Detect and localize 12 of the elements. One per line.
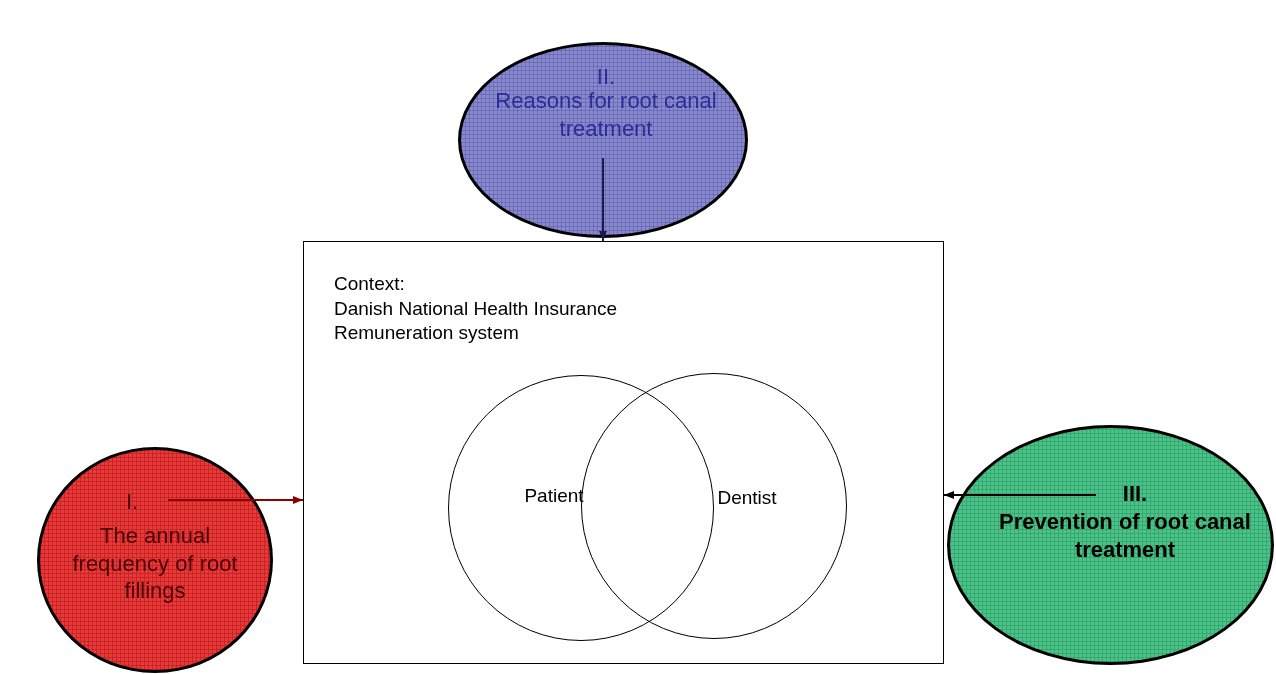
arrow (167, 496, 304, 504)
node-label: The annual frequency of root fillings (71, 522, 239, 605)
node-heading: I. (124, 488, 140, 516)
node-label: Danish National Health Insurance Remuneration system (334, 297, 619, 345)
arrow (599, 157, 607, 242)
node-label: Prevention of root canal treatment (998, 508, 1252, 563)
arrow (943, 491, 1097, 499)
node-heading: III. (1121, 480, 1149, 508)
node-label: Patient (523, 484, 585, 508)
node-heading: Context: (334, 272, 406, 296)
context-box (303, 241, 944, 664)
node-label: Dentist (716, 486, 778, 510)
